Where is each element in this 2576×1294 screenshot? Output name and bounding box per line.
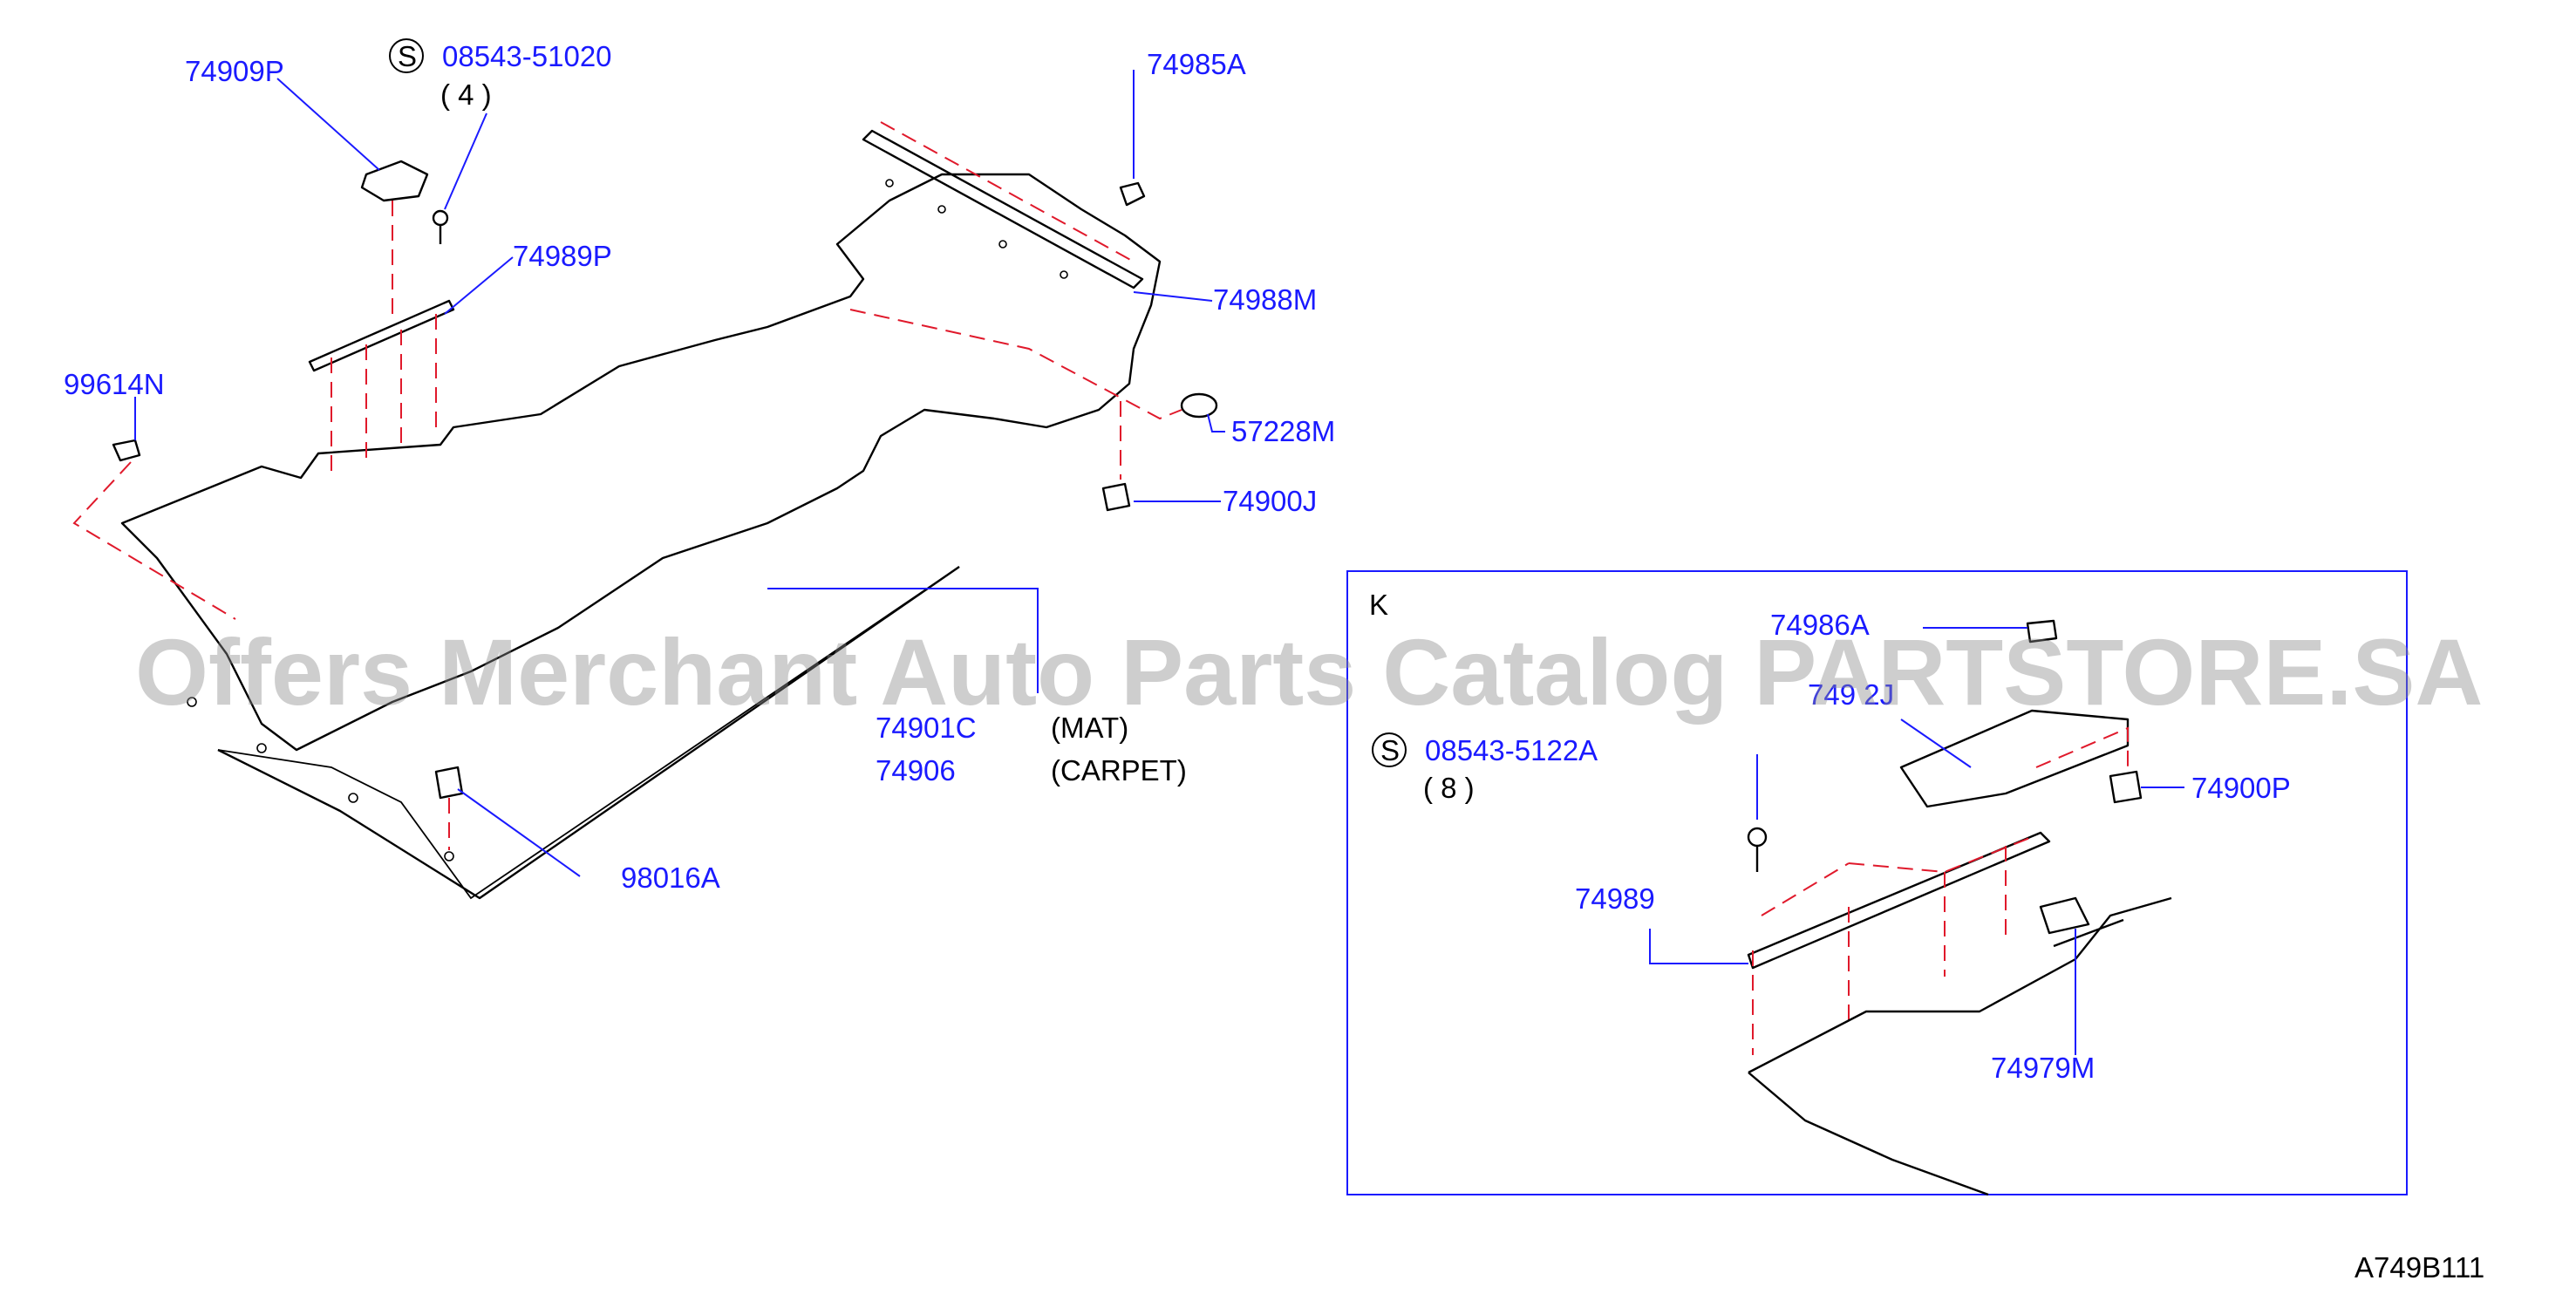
leader-lines-main [134,70,1225,877]
label-74986A[interactable]: 74986A [1770,609,1870,641]
desc-carpet: (CARPET) [1051,754,1187,787]
leader-lines-detail [1649,627,2184,1055]
clip-98016A-icon [434,766,464,850]
watermark: Offers Merchant Auto Parts Catalog PARTS… [135,619,2483,725]
carpet-outline [187,566,960,900]
label-74985A[interactable]: 74985A [1147,48,1246,80]
screw-icon [432,209,449,244]
screw-symbol-k-icon: S [1372,732,1407,767]
label-74900J[interactable]: 74900J [1223,485,1317,517]
label-7492J[interactable]: 749 2J [1808,678,1894,711]
label-74989[interactable]: 74989 [1575,882,1655,915]
label-74979M[interactable]: 74979M [1991,1052,2095,1084]
label-08543-51020[interactable]: 08543-51020 [442,40,612,72]
detail-k-parts [1747,619,2172,1196]
screw-symbol-k-letter: S [1380,734,1400,766]
grommet-57228M-icon [849,309,1218,420]
label-74909P[interactable]: 74909P [185,55,284,87]
plate-74989P [308,201,455,475]
cover-74909P [360,160,429,202]
label-99614N[interactable]: 99614N [64,368,165,400]
clip-99614N-icon [72,439,236,620]
qty-08543-5122A: ( 8 ) [1423,772,1475,804]
label-74988M[interactable]: 74988M [1213,283,1317,316]
screw-symbol-icon: S [389,38,424,73]
label-98016A[interactable]: 98016A [621,862,720,894]
qty-08543-51020: ( 4 ) [440,78,492,111]
detail-k-label: K [1369,589,1388,621]
label-74900P[interactable]: 74900P [2191,772,2291,804]
label-57228M[interactable]: 57228M [1231,415,1335,447]
clip-74985A-icon [1119,181,1146,207]
label-08543-5122A[interactable]: 08543-5122A [1425,734,1598,766]
label-74901C[interactable]: 74901C [876,712,977,744]
label-74989P[interactable]: 74989P [513,240,612,272]
floor-mat-outline [120,173,1162,900]
detail-k-box [1346,570,2408,1195]
clip-74900J-icon [1101,401,1131,512]
desc-mat: (MAT) [1051,712,1128,744]
diagram-code: A749B111 [2355,1251,2484,1284]
screw-symbol-letter: S [398,40,417,72]
side-rail-74988M [862,121,1144,289]
label-74906[interactable]: 74906 [876,754,956,787]
